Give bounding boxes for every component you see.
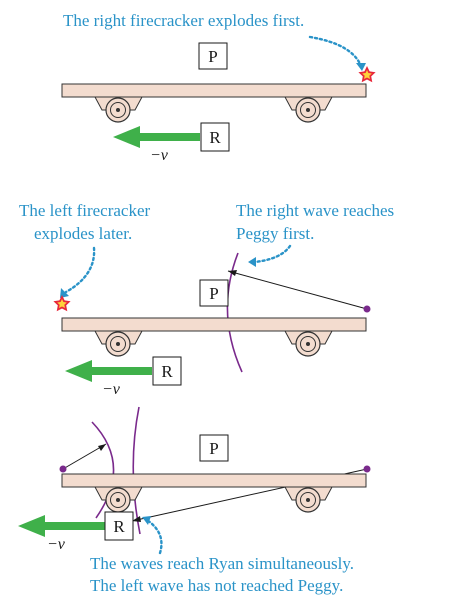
panel2-pointer-left-head [60,288,69,298]
wheel-left [105,97,131,123]
right-wavefront [132,406,141,535]
panel3-caption-2: The left wave has not reached Peggy. [90,576,343,595]
wheel-right [295,331,321,357]
svg-text:P: P [209,439,218,458]
left-wavefront [91,421,115,519]
velocity-label: −v [150,147,169,164]
ryan-box: R [200,122,230,152]
velocity-arrow [18,515,105,537]
panel3-caption-1: The waves reach Ryan simultaneously. [90,554,354,573]
panel2-caption-right-1: The right wave reaches [236,201,394,220]
left-ray-head [98,444,106,451]
peggy-box: P [198,42,228,70]
svg-text:R: R [161,362,173,381]
panel2-pointer-left [64,246,96,294]
svg-text:R: R [113,517,125,536]
panel3-pointer [145,518,163,555]
velocity-arrow [113,126,200,148]
panel3-pointer-head [142,516,151,525]
peggy-box: P [199,279,229,307]
right-ray-head [132,516,141,522]
peggy-box: P [199,434,229,462]
cart [61,317,367,357]
panel1-pointer-head [356,63,366,71]
left-ray [62,443,107,470]
panel-2: The left firecracker explodes later. The… [19,201,394,398]
velocity-label: −v [102,381,121,398]
right-wavefront [226,252,243,373]
panel-1: The right firecracker explodes first. P … [61,11,376,164]
svg-text:R: R [209,128,221,147]
panel1-pointer [308,35,363,68]
velocity-label: −v [47,536,66,553]
left-source-point [59,465,67,473]
panel2-pointer-right-head [248,257,256,267]
wheel-left [105,331,131,357]
svg-text:P: P [209,284,218,303]
wheel-right [295,487,321,513]
wheel-right [295,97,321,123]
panel2-pointer-right [253,244,292,264]
panel2-caption-left-1: The left firecracker [19,201,151,220]
cart [61,83,367,123]
velocity-arrow [65,360,152,382]
cart [61,473,367,513]
right-source-point [363,305,371,313]
ryan-box: R [104,511,134,541]
svg-text:P: P [208,47,217,66]
light-ray [227,270,368,310]
light-ray-head [228,270,237,276]
wheel-left [105,487,131,513]
panel-3: P −v R The waves reach Ryan simultaneous… [18,406,371,595]
explosion-left-icon [53,295,71,312]
ryan-box: R [152,356,182,386]
panel2-caption-left-2: explodes later. [34,224,132,243]
panel1-caption: The right firecracker explodes first. [63,11,304,30]
panel2-caption-right-2: Peggy first. [236,224,314,243]
right-source-point [363,465,371,473]
